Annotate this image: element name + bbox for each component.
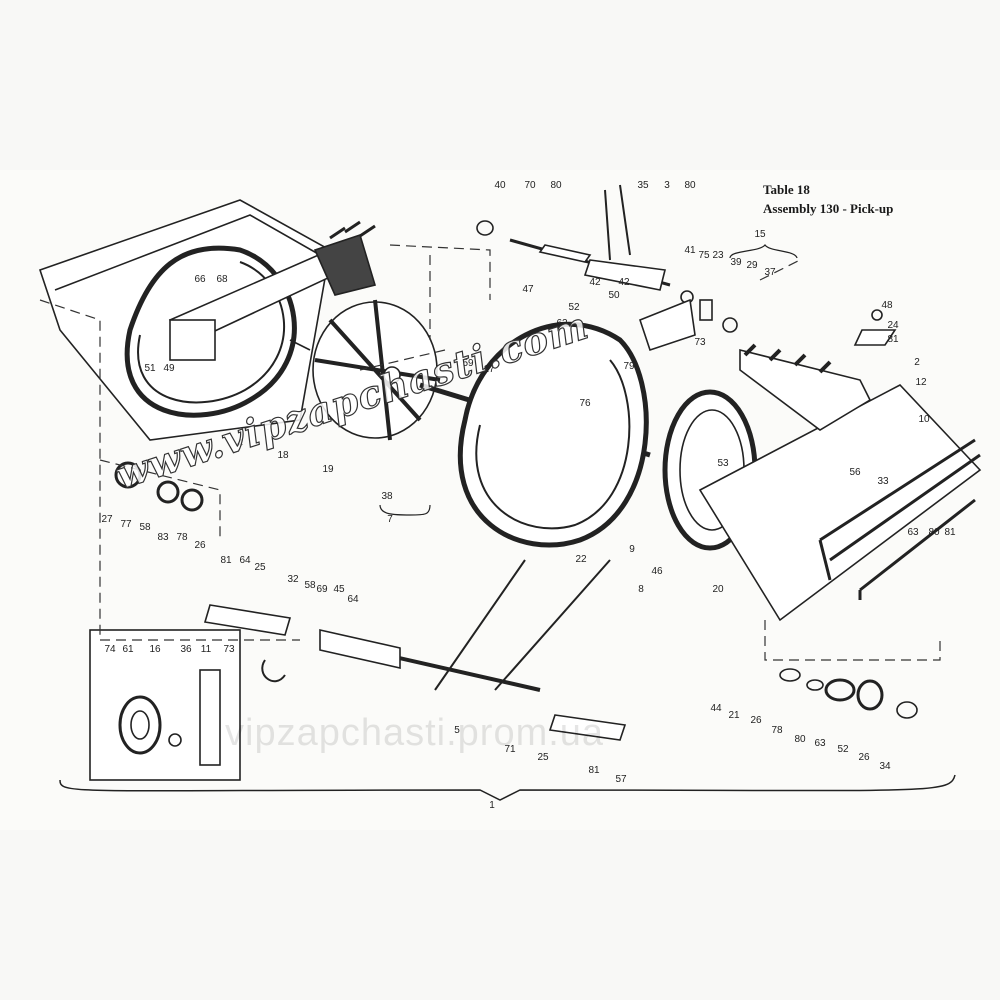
callout-label: 70 (524, 180, 536, 191)
bracket-15 (729, 243, 798, 259)
callout-label: 80 (684, 180, 696, 191)
table-title: Table 18 Assembly 130 - Pick-up (763, 180, 893, 218)
callout-label: 4 (237, 438, 243, 449)
watermark-horizontal: vipzapchasti.prom.ua (225, 712, 605, 754)
callout-label: 1 (489, 800, 495, 811)
callout-label: 18 (277, 450, 289, 461)
callout-label: 3 (664, 180, 670, 191)
callout-label: 12 (915, 377, 927, 388)
callout-label: 26 (750, 715, 762, 726)
callout-label: 76 (579, 398, 591, 409)
title-line-1: Table 18 (763, 182, 810, 197)
part-drawings (38, 184, 982, 781)
callout-label: 74 (104, 644, 116, 655)
callout-label: 16 (149, 644, 161, 655)
callout-label: 50 (608, 290, 620, 301)
dashed-assembly-lines (39, 244, 941, 661)
callout-label: 81 (887, 334, 899, 345)
callout-label: 73 (694, 337, 706, 348)
callout-label: 22 (575, 554, 587, 565)
bracket-1 (59, 774, 956, 801)
callout-label: 62 (556, 318, 568, 329)
callout-label: 79 (623, 361, 635, 372)
callout-label: 81 (588, 765, 600, 776)
callout-label: 49 (163, 363, 175, 374)
callout-label: 58 (139, 522, 151, 533)
callout-label: 80 (928, 527, 940, 538)
callout-label: 81 (944, 527, 956, 538)
callout-label: 39 (730, 257, 742, 268)
callout-label: 36 (180, 644, 192, 655)
callout-label: 11 (201, 644, 212, 655)
callout-label: 73 (223, 644, 235, 655)
callout-label: 34 (879, 761, 891, 772)
callout-label: 57 (615, 774, 627, 785)
callout-label: 25 (254, 562, 266, 573)
callout-label: 21 (728, 710, 740, 721)
callout-label: 75 (698, 250, 710, 261)
callout-label: 9 (629, 544, 635, 555)
callout-label: 71 (504, 744, 516, 755)
callout-label: 52 (568, 302, 580, 313)
callout-label: 40 (494, 180, 506, 191)
callout-label: 42 (589, 277, 601, 288)
callout-label: 78 (176, 532, 188, 543)
callout-label: 26 (858, 752, 870, 763)
callout-label: 56 (849, 467, 861, 478)
callout-label: 80 (794, 734, 806, 745)
callout-label: 24 (887, 320, 899, 331)
callout-label: 37 (764, 267, 776, 278)
callout-label: 42 (618, 277, 630, 288)
callout-label: 59 (462, 358, 474, 369)
callout-label: 41 (684, 245, 696, 256)
callout-label: 27 (101, 514, 113, 525)
callout-label: 44 (710, 703, 722, 714)
callout-label: 78 (771, 725, 783, 736)
callout-label: 8 (638, 584, 644, 595)
callout-label: 53 (717, 458, 729, 469)
callout-label: 47 (522, 284, 534, 295)
callout-label: 19 (322, 464, 334, 475)
callout-label: 48 (881, 300, 893, 311)
callout-label: 17 (483, 364, 495, 375)
callout-label: 77 (120, 519, 132, 530)
callout-label: 64 (347, 594, 359, 605)
callout-label: 38 (381, 491, 393, 502)
callout-label: 63 (907, 527, 919, 538)
bracket-7 (379, 504, 431, 516)
callout-label: 23 (712, 250, 724, 261)
callout-label: 66 (194, 274, 206, 285)
callout-label: 15 (754, 229, 766, 240)
title-line-2: Assembly 130 - Pick-up (763, 201, 894, 216)
callout-label: 5 (454, 725, 460, 736)
callout-label: 58 (304, 580, 316, 591)
callout-label: 32 (287, 574, 299, 585)
callout-label: 35 (637, 180, 649, 191)
callout-label: 63 (814, 738, 826, 749)
callout-label: 20 (712, 584, 724, 595)
callout-label: 69 (316, 584, 328, 595)
callout-label: 26 (194, 540, 206, 551)
callout-label: 64 (239, 555, 251, 566)
callout-label: 61 (122, 644, 134, 655)
callout-label: 80 (550, 180, 562, 191)
callout-label: 25 (537, 752, 549, 763)
callout-label: 51 (144, 363, 156, 374)
callout-label: 45 (333, 584, 345, 595)
callout-label: 33 (877, 476, 889, 487)
callout-label: 2 (914, 357, 920, 368)
callout-label: 46 (651, 566, 663, 577)
callout-label: 68 (216, 274, 228, 285)
callout-label: 83 (157, 532, 169, 543)
callout-label: 10 (918, 414, 930, 425)
callout-label: 52 (837, 744, 849, 755)
callout-label: 81 (220, 555, 232, 566)
callout-label: 29 (746, 260, 758, 271)
callout-label: 7 (387, 514, 393, 525)
